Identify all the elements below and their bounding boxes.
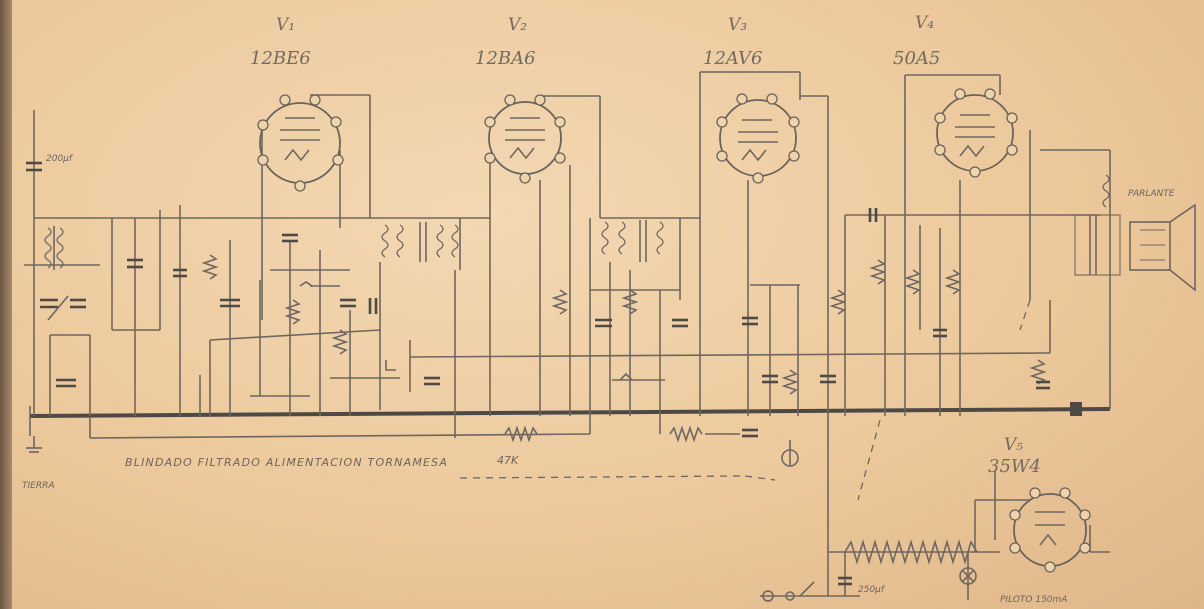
tube-v2-designation: V₂ xyxy=(508,15,527,35)
v1-circuit xyxy=(199,94,440,416)
tube-v3-type: 12AV6 xyxy=(703,48,762,69)
v3-circuit xyxy=(699,71,847,467)
pilot-lamp-label: PILOTO 150mA xyxy=(1000,595,1067,605)
v2-circuit xyxy=(454,95,601,438)
v4-circuit xyxy=(845,74,1111,416)
tube-v4-designation: V₄ xyxy=(915,13,934,33)
if-transformer-2 xyxy=(589,217,700,416)
tube-v1-type: 12BE6 xyxy=(250,48,311,69)
tube-icon xyxy=(934,88,1018,178)
cable-note: BLINDADO FILTRADO ALIMENTACION TORNAMESA xyxy=(125,456,448,469)
if-transformer-1 xyxy=(370,217,490,320)
tube-icon xyxy=(716,93,800,184)
power-supply xyxy=(760,416,1110,602)
ground-label: TIERRA xyxy=(22,481,55,491)
output-transformer xyxy=(1074,174,1121,276)
antenna-cap-label: 200μf xyxy=(46,154,74,164)
resistor-note: 47K xyxy=(497,454,519,467)
fuse-cap-label: 250μf xyxy=(858,585,886,595)
tube-v5-type: 35W4 xyxy=(988,456,1041,477)
paper-edge xyxy=(0,0,12,609)
tube-v1-designation: V₁ xyxy=(276,15,295,35)
tube-icon xyxy=(257,94,344,192)
tube-v2-type: 12BA6 xyxy=(475,48,536,69)
speaker-icon xyxy=(1129,203,1196,292)
tube-icon xyxy=(1009,487,1091,573)
bplus-line xyxy=(409,300,1051,392)
bottom-chokes xyxy=(504,416,758,443)
tube-icon xyxy=(484,94,566,184)
speaker-label: PARLANTE xyxy=(1128,189,1175,199)
tube-v4-type: 50A5 xyxy=(893,48,940,69)
antenna-section xyxy=(24,110,200,453)
shielded-cable xyxy=(459,299,1031,501)
tube-v3-designation: V₃ xyxy=(728,15,747,35)
tube-v5-designation: V₅ xyxy=(1004,435,1023,455)
